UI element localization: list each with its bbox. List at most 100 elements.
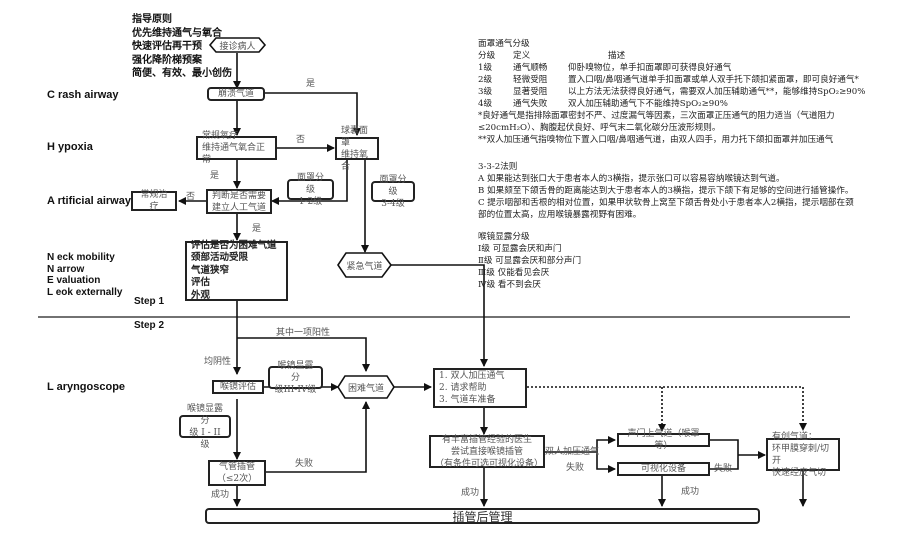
node-text: 3. 气道车准备 [439, 395, 496, 405]
grade-cell: 2级 [478, 75, 493, 85]
mask-grading-note: ≤20cmH₂O）、胸腹起伏良好、呼气末二氧化碳分压波形规则。 [478, 123, 721, 133]
laryngo-grading-line: Ⅲ级 仅能看见会厌 [478, 268, 550, 278]
laryngo-grading-line: Ⅰ级 可显露会厌和声门 [478, 244, 562, 254]
node-text: 喉镜显露分 [277, 360, 314, 383]
node-text: 面罩分级 [379, 174, 407, 197]
node-invasive-airway: 有创气道： 环甲膜穿刺/切开 快速经皮气切 [766, 432, 840, 478]
rule-332: 3-3-2法则 A 如果能达到张口大于患者本人的3横指，提示张口可以容易容纳喉镜… [478, 161, 854, 221]
node-mask-grade-3-4: 面罩分级 3-4级 [371, 175, 415, 209]
laryngo-grading-line: Ⅳ级 看不到会厌 [478, 280, 541, 290]
edge-label-yes: 是 [252, 224, 262, 234]
edge-supraglottic-merge [710, 439, 739, 455]
node-laryngo-grade-1-2: 喉镜显露分 级 I - II 级 [179, 404, 231, 450]
node-text: 有创气道： [772, 431, 818, 442]
rule-332-line: B 如果颏至下颌舌骨的距离能达到大于患者本人的3横指，提示下颌下有足够的空间进行… [478, 186, 854, 196]
mask-grading-header: 分级 定义 描述 [478, 50, 865, 62]
node-text: 2. 请求帮助 [439, 383, 487, 393]
mask-grading-row: 4级 通气失败 双人加压辅助通气下不能维持SpO₂≥90% [478, 98, 865, 110]
nnel-item: N eck mobility [47, 252, 115, 263]
edge-label-fail: 失败 [295, 459, 314, 469]
node-text: 喉镜显露分 [186, 403, 223, 426]
node-start: 接诊病人 [219, 41, 256, 52]
node-tracheal-intubation: 气管插管 （≤2次） [208, 460, 266, 486]
node-text: 评估是否为困难气道 [191, 239, 277, 251]
hex-start [208, 37, 267, 53]
label-artificial-airway: A rtificial airway [47, 195, 131, 207]
label-hypoxia: H ypoxia [47, 141, 93, 153]
laryngoscope-grading: 喉镜显露分级 Ⅰ级 可显露会厌和声门 Ⅱ级 可显露会厌和部分声门 Ⅲ级 仅能看见… [478, 231, 581, 291]
grade-cell: 1级 [478, 63, 493, 73]
node-bag-mask: 球囊面罩 维持氧合 [335, 126, 379, 172]
nnel-item: L eok externally [47, 286, 123, 298]
rule-332-line: A 如果能达到张口大于患者本人的3横指，提示张口可以容易容纳喉镜达到气道。 [478, 174, 785, 184]
node-emergency-airway: 紧急气道 [346, 261, 383, 272]
step-1-label: Step 1 [134, 296, 165, 307]
grade-cell: 3级 [478, 87, 493, 97]
node-text: 尝试直接喉镜插管 [450, 446, 523, 457]
edge-label-fail: 失败 [714, 464, 733, 474]
principle-item: 指导原则 [132, 14, 172, 25]
edge-label-two-person-ventilation: 双人加压通气 [545, 447, 600, 457]
guiding-principles: 指导原则 优先维持通气与氧合 快速评估再干预 强化降阶梯预案 简便、有效、最小创… [132, 13, 232, 81]
edge-label-yes: 是 [210, 171, 220, 181]
edge-label-yes: 是 [306, 79, 316, 89]
edge-label-success: 成功 [211, 490, 230, 500]
node-assess-difficult-airway: 评估是否为困难气道 颈部活动受限 气道狭窄 评估 外观 [185, 239, 288, 301]
edge-label-one-positive: 其中一项阳性 [276, 328, 331, 338]
node-difficult-airway: 困难气道 [347, 383, 384, 394]
node-routine-treatment: 常规治疗 [131, 190, 177, 212]
node-text: 建立人工气道 [212, 202, 267, 213]
node-text: 3-4级 [381, 198, 405, 209]
mask-grading-row: 1级 通气顺畅 仰卧嗅物位，单手扣面罩即可获得良好通气 [478, 62, 865, 74]
node-text: 气管插管 [218, 462, 255, 472]
description-cell: 置入口咽/鼻咽通气道单手扣面罩或单人双手托下颌扣紧面罩，即可良好通气* [568, 75, 859, 85]
principle-item: 简便、有效、最小创伤 [132, 68, 232, 79]
node-text: 评估 [191, 277, 211, 289]
node-text: 维持通气氧合正常 [202, 143, 266, 165]
node-text: 颈部活动受限 [191, 252, 249, 264]
mask-grading-title: 面罩通气分级 [478, 39, 530, 49]
header-definition: 定义 [513, 51, 531, 61]
edge-bagmask-judge [271, 160, 348, 205]
node-laryngoscope-eval: 喉镜评估 [212, 380, 264, 394]
node-text: 球囊面罩 [341, 125, 369, 148]
principle-item: 优先维持通气与氧合 [132, 27, 222, 39]
edge-label-all-negative: 均阴性 [204, 357, 232, 367]
mask-grading-note: **双人加压通气指嗅物位下置入口咽/鼻咽通气道，由双人四手，用力托下颌扣面罩并加… [478, 135, 834, 145]
node-text: （≤2次） [216, 474, 258, 484]
node-text: 快速经皮气切 [772, 467, 827, 478]
node-text: （有条件可选可视化设备） [435, 458, 544, 469]
hex-difficult [337, 375, 395, 399]
node-text: 面罩分级 [296, 172, 324, 195]
edge-label-fail: 失败 [566, 463, 585, 473]
definition-cell: 通气失败 [513, 99, 548, 109]
nnel-item: E valuation [47, 275, 101, 286]
node-text: 判断是否需要 [212, 190, 267, 201]
header-description: 描述 [608, 51, 626, 61]
definition-cell: 通气顺畅 [513, 63, 548, 73]
rule-332-title: 3-3-2法则 [478, 162, 518, 172]
label-crash-airway: C rash airway [47, 89, 119, 101]
rule-332-line: C 提示咽部和舌根的相对位置，如果甲状软骨上窝至下颌舌骨处小于患者本人2横指，提… [478, 198, 854, 208]
step-2-label: Step 2 [134, 320, 165, 331]
node-supraglottic-airway: 声门上气道（喉罩等） [617, 429, 710, 451]
node-text: 有丰富插管经验的医生 [441, 434, 532, 445]
node-mask-grade-1-2: 面罩分级 1-2级 [287, 173, 334, 207]
edge-label-success: 成功 [681, 487, 700, 497]
node-text: 级 I - II 级 [189, 427, 221, 450]
node-crash-airway: 崩溃气道 [207, 87, 265, 101]
hex-emergency [337, 252, 392, 278]
edge-label-no: 否 [296, 135, 306, 145]
node-post-intubation: 插管后管理 [205, 508, 760, 524]
edge-branch-video [596, 452, 616, 473]
edge-intubate-difficult [266, 401, 370, 473]
node-expert-intubation: 有丰富插管经验的医生 尝试直接喉镜插管 （有条件可选可视化设备） [429, 434, 545, 469]
node-text: 外观 [191, 289, 211, 301]
edge-crash-bagmask [264, 92, 361, 136]
node-text: 环甲膜穿刺/切开 [772, 443, 830, 466]
edge-positive-difficult [237, 337, 370, 372]
rule-332-line: 部的位置太高，应用喉镜暴露视野有困难。 [478, 210, 642, 220]
edge-label-success: 成功 [461, 488, 480, 498]
definition-cell: 显著受阻 [513, 87, 548, 97]
edge-label-no: 否 [186, 192, 196, 202]
